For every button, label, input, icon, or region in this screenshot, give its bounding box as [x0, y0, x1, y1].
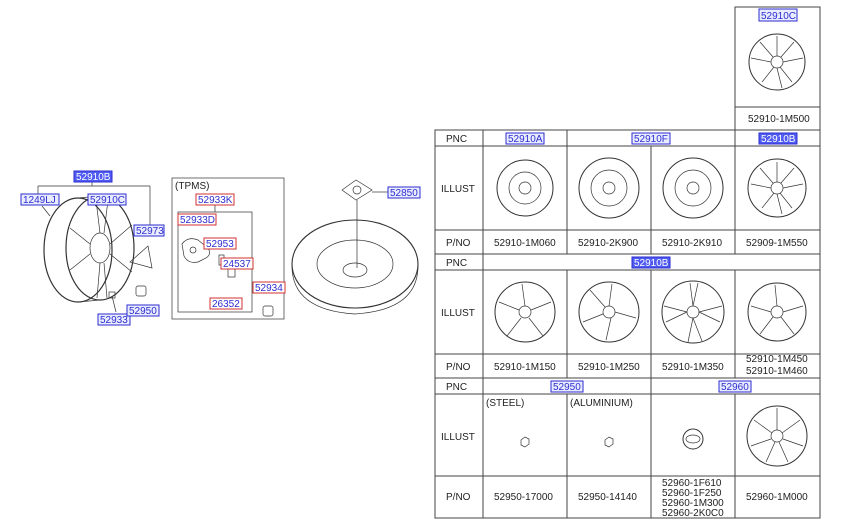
callout-52933[interactable]: 52933 [100, 315, 128, 326]
row-label-illust-3: ILLUST [441, 432, 475, 443]
pno-s3-2b: 52960-1F250 [662, 488, 722, 499]
callout-52950[interactable]: 52950 [129, 306, 157, 317]
pnc-52910B-2[interactable]: 52910B [634, 258, 669, 269]
callout-26352[interactable]: 26352 [212, 299, 240, 310]
pno-s2-2: 52910-1M350 [662, 362, 724, 373]
illust-note-aluminium: (ALUMINIUM) [570, 398, 633, 409]
row-label-pno-3: P/NO [446, 492, 471, 503]
pnc-52960[interactable]: 52960 [721, 382, 749, 393]
pnc-52910B-1[interactable]: 52910B [761, 134, 796, 145]
alloy-wheel-icon-8 [747, 282, 807, 342]
spare-tire-group: 52850 [291, 179, 421, 315]
alloy-wheel-icon-5 [494, 281, 556, 343]
pno-s1-1: 52910-2K900 [578, 238, 638, 249]
row-label-pno-2: P/NO [446, 362, 471, 373]
row-label-pnc-3: PNC [446, 382, 467, 393]
callout-52934[interactable]: 52934 [255, 283, 283, 294]
alloy-wheel-icon-6 [578, 281, 640, 343]
illust-note-steel: (STEEL) [486, 398, 524, 409]
tpms-title: (TPMS) [175, 181, 209, 192]
wheel-nut-aluminium-icon [604, 436, 614, 448]
pno-s3-3: 52960-1M000 [746, 492, 808, 503]
wheel-nut-steel-icon [520, 436, 530, 448]
row-label-pnc-2: PNC [446, 258, 467, 269]
pnc-52950[interactable]: 52950 [553, 382, 581, 393]
row-label-pno-1: P/NO [446, 238, 471, 249]
valve-cap-icon [262, 305, 274, 317]
callout-52933D[interactable]: 52933D [180, 215, 215, 226]
callout-52973[interactable]: 52973 [136, 226, 164, 237]
wheel-assembly-group: 52910B 1249LJ 52910C 52973 52933 52950 [20, 170, 165, 326]
callout-24537[interactable]: 24537 [223, 259, 251, 270]
row-label-pnc-1: PNC [446, 134, 467, 145]
pno-s3-2a: 52960-1F610 [662, 478, 722, 489]
parts-table: PNC ILLUST P/NO PNC ILLUST P/NO PNC ILLU… [434, 129, 821, 519]
steel-wheel-icon-1 [496, 159, 554, 217]
callout-52850[interactable]: 52850 [390, 188, 418, 199]
callout-1249LJ[interactable]: 1249LJ [23, 195, 56, 206]
row-label-illust-2: ILLUST [441, 308, 475, 319]
callout-52933K[interactable]: 52933K [198, 195, 233, 206]
row-label-illust-1: ILLUST [441, 184, 475, 195]
top-card-pnc[interactable]: 52910C [761, 11, 796, 22]
pnc-52910F[interactable]: 52910F [634, 134, 668, 145]
alloy-wheel-icon-7 [661, 280, 725, 344]
spare-tire-bolt-icon [341, 179, 388, 268]
wheel-cover-icon [746, 405, 808, 467]
center-cap-icon [682, 428, 704, 450]
spare-tire-icon [291, 219, 419, 315]
alloy-wheel-icon [43, 195, 135, 303]
pnc-52910A[interactable]: 52910A [508, 134, 543, 145]
pno-s2-0: 52910-1M150 [494, 362, 556, 373]
alloy-wheel-icon-4 [747, 158, 807, 218]
pno-s2-1: 52910-1M250 [578, 362, 640, 373]
pno-s1-0: 52910-1M060 [494, 238, 556, 249]
wheel-illust-icon [748, 33, 806, 91]
steel-wheel-icon-3 [662, 157, 724, 219]
callout-52953[interactable]: 52953 [206, 239, 234, 250]
callout-52910B[interactable]: 52910B [76, 172, 111, 183]
top-card-pno: 52910-1M500 [748, 114, 810, 125]
tpms-group: (TPMS) 52933K 52933D 52953 24537 26352 5… [171, 177, 286, 320]
steel-wheel-icon-2 [578, 157, 640, 219]
pno-s1-3: 52909-1M550 [746, 238, 808, 249]
top-card: 52910C 52910-1M500 [734, 6, 821, 131]
callout-52910C[interactable]: 52910C [90, 195, 125, 206]
pno-s3-2d: 52960-2K0C0 [662, 508, 724, 519]
pno-s1-2: 52910-2K910 [662, 238, 722, 249]
pno-s3-0: 52950-17000 [494, 492, 553, 503]
pno-s2-3b: 52910-1M460 [746, 366, 808, 377]
pno-s2-3a: 52910-1M450 [746, 354, 808, 365]
pno-s3-2c: 52960-1M300 [662, 498, 724, 509]
pno-s3-1: 52950-14140 [578, 492, 637, 503]
